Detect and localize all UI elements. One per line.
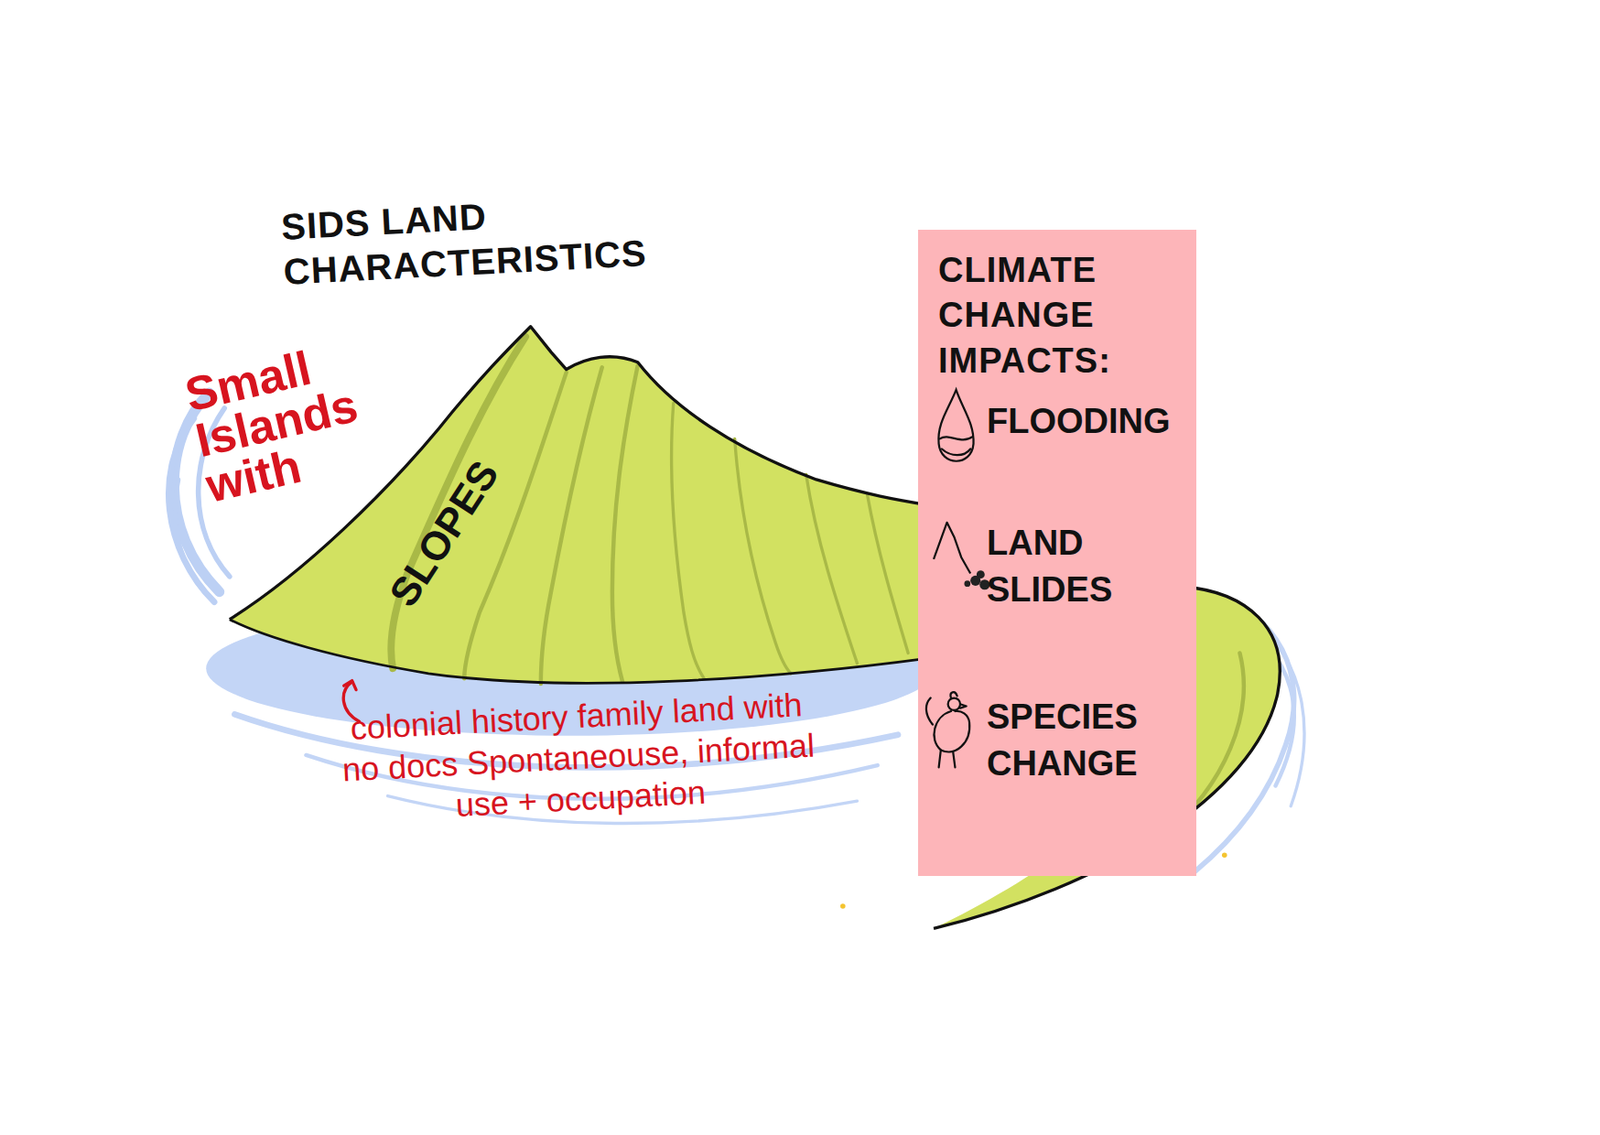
island-label: Small Islands with (181, 325, 418, 510)
impact-label: SPECIES CHANGE (986, 693, 1190, 789)
impact-item: SPECIES CHANGE (986, 693, 1190, 807)
arrow-head (344, 681, 357, 691)
dot (840, 903, 846, 909)
panel-heading: CLIMATE CHANGE IMPACTS: (938, 248, 1180, 384)
diagram-title: SIDS LAND CHARACTERISTICS (280, 183, 696, 294)
flood-icon (938, 389, 973, 462)
impact-item: FLOODING (986, 398, 1190, 464)
impact-label: FLOODING (986, 398, 1190, 445)
impact-panel: CLIMATE CHANGE IMPACTS: FLOODING LAND SLID… (918, 229, 1197, 876)
impact-label: LAND SLIDES (986, 519, 1190, 615)
bird-icon (926, 691, 970, 768)
mountain-outline (229, 326, 930, 620)
note-text: colonial history family land with no doc… (328, 682, 829, 833)
panel-fill (918, 229, 1197, 876)
landslide-icon (933, 522, 990, 591)
impact-item: LAND SLIDES (986, 519, 1190, 633)
mountain-base-outline (229, 619, 930, 684)
dot (1221, 852, 1228, 858)
